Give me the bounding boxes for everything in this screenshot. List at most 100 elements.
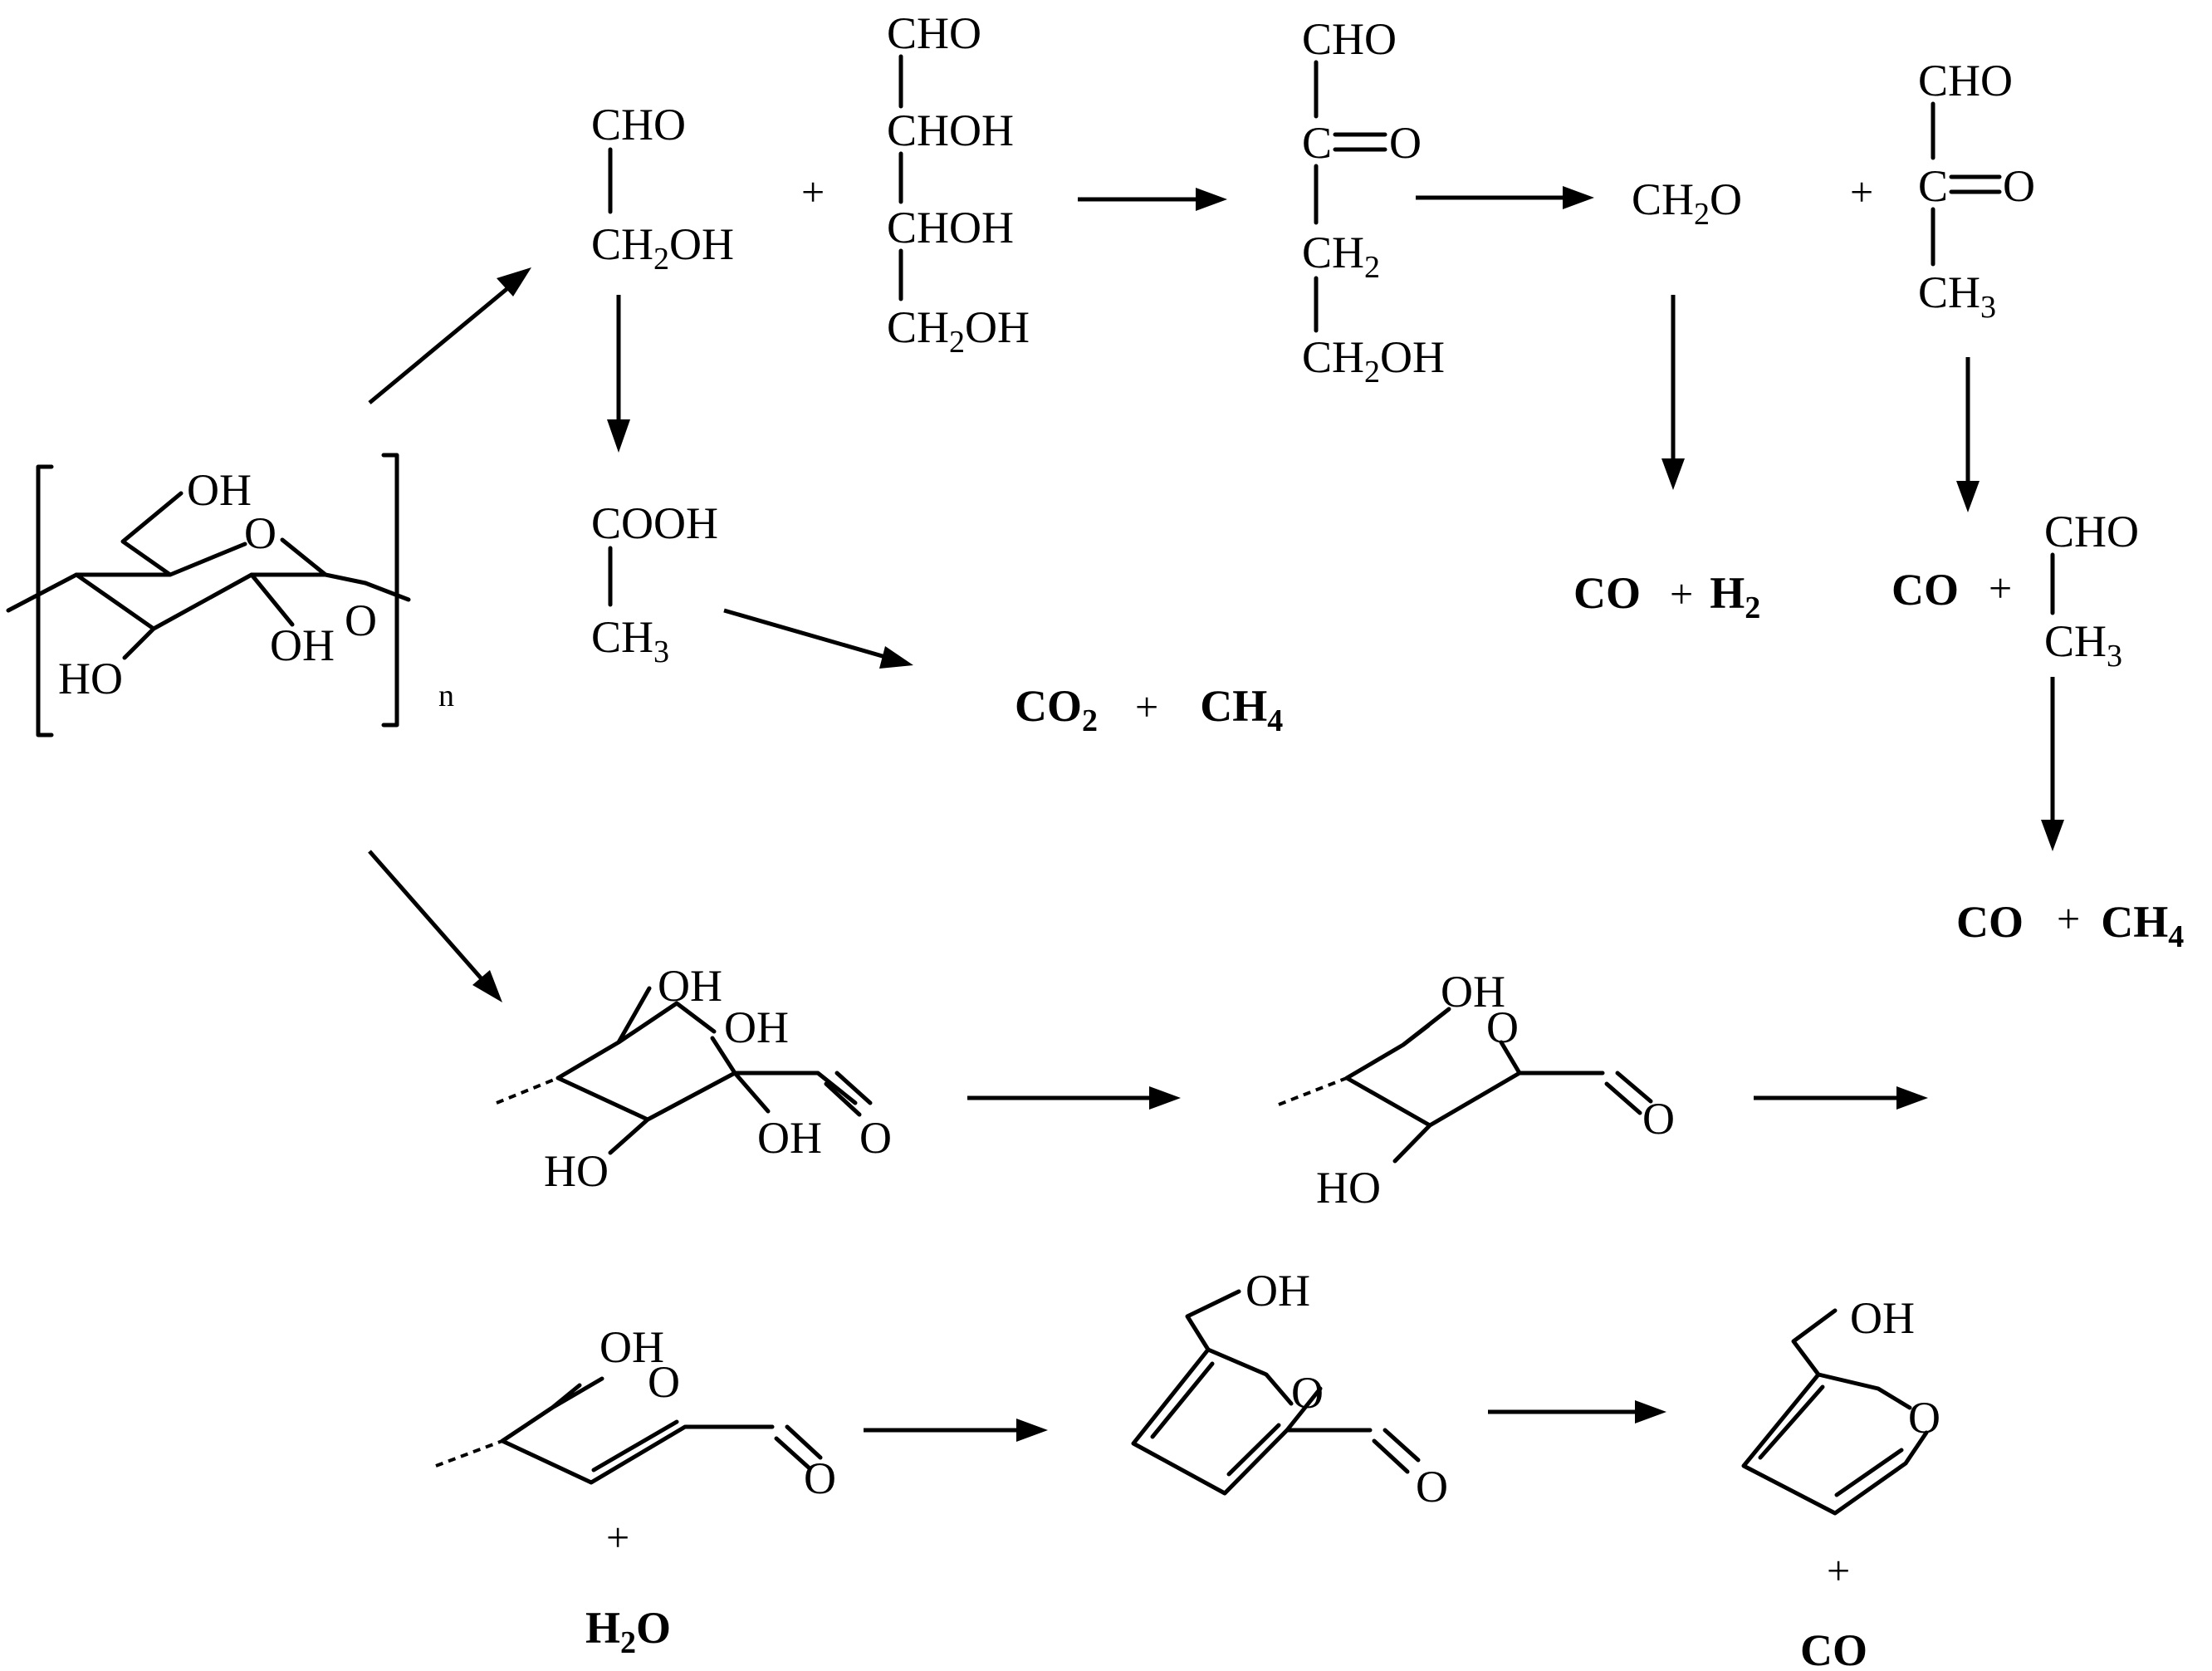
enol-ring-bonds — [500, 1376, 775, 1485]
hmf-ring-bonds — [1131, 1289, 1373, 1496]
acetaldehyde: CHO CH3 — [2044, 507, 2139, 674]
arrowhead — [1016, 1419, 1048, 1442]
methylglyoxal-double-bond — [1949, 174, 2002, 194]
erythrose-chohy: CHOH — [887, 203, 1014, 252]
ketone-ch2: CH2 — [1302, 228, 1380, 285]
dehydrated-ring-o: O — [1486, 1002, 1519, 1052]
enol-ring-carbonyl — [774, 1424, 823, 1471]
erythrose: CHO CHOH CHOH CH2OH — [887, 8, 1030, 360]
open-chain-ho: HO — [544, 1146, 609, 1196]
arrowhead — [1896, 1086, 1928, 1110]
cellulose-ring-bonds — [74, 491, 368, 631]
arrow-acetic-acid-to-co2-ch4 — [723, 608, 898, 663]
hmf: OH O O — [1131, 1266, 1448, 1512]
arrow-cellulose-to-open-chain — [368, 850, 492, 990]
arrowhead — [1956, 481, 1980, 512]
ketone-c: C — [1302, 118, 1332, 168]
cellulose-bridge-bonds — [6, 572, 411, 660]
open-chain-oh1: OH — [658, 961, 722, 1011]
open-chain-carbonyl — [824, 1071, 873, 1117]
arrowhead — [1661, 458, 1685, 490]
furfuryl-oh: OH — [1850, 1293, 1915, 1343]
formaldehyde: CH2O — [1632, 174, 1742, 232]
arrowhead — [1196, 188, 1227, 211]
arrow-cellulose-to-glycolaldehyde — [368, 277, 521, 404]
cellulose-ring-o: O — [244, 508, 276, 558]
arrowhead — [472, 970, 502, 1002]
ring-dashed-bond — [1278, 1076, 1348, 1106]
methylglyoxal-cho: CHO — [1918, 56, 2013, 105]
arrowhead — [497, 267, 531, 296]
dehydrated-ring-carbonyl — [1604, 1071, 1653, 1115]
ketone-ch2oh: CH2OH — [1302, 332, 1445, 390]
hmf-oh: OH — [1245, 1266, 1310, 1316]
dehydrated-ring-carbonyl-o: O — [1642, 1094, 1675, 1144]
product-co-final: CO — [1800, 1625, 1867, 1671]
erythrose-chohx: CHOH — [887, 105, 1014, 155]
ketone-intermediate: CHO C O CH2 CH2OH — [1302, 14, 1445, 390]
arrowhead — [1149, 1086, 1181, 1110]
dehydrated-ring-oh: OH — [1441, 967, 1505, 1017]
open-chain-oh3: OH — [757, 1113, 822, 1163]
cellulose-ho-left: HO — [58, 654, 123, 703]
cellulose-oh-top: OH — [187, 465, 252, 515]
open-chain-bonds — [555, 986, 858, 1155]
product-co-h2: CO+H2 — [1573, 568, 1760, 625]
arrowhead — [607, 419, 630, 453]
cellulose-unit: OH O O OH HO n — [6, 453, 454, 737]
product-co-ch4: CO+CH4 — [1956, 895, 2184, 954]
acetic-acid: COOH CH3 — [591, 498, 718, 669]
acetic-acid-cooh: COOH — [591, 498, 718, 548]
cellulose-repeat-n: n — [438, 679, 454, 713]
open-chain-glucose: OH OH OH HO O — [496, 961, 892, 1196]
enol-ring: OH O O — [435, 1322, 836, 1503]
ketone-double-bond — [1333, 132, 1387, 152]
product-co: CO — [1891, 565, 1959, 615]
cellulose-oh-right: OH — [270, 620, 335, 670]
erythrose-ch2oh: CH2OH — [887, 302, 1030, 360]
left-bracket — [36, 464, 54, 737]
hmf-carbonyl-o: O — [1416, 1462, 1448, 1512]
plus-sign: + — [606, 1514, 629, 1561]
dehydrated-ring-ho: HO — [1316, 1163, 1381, 1213]
open-chain-oh2: OH — [724, 1002, 789, 1052]
arrowhead — [1635, 1400, 1666, 1424]
plus-sign: + — [1850, 169, 1873, 215]
dehydrated-ring-bonds — [1344, 1007, 1605, 1164]
acetic-acid-ch3: CH3 — [591, 612, 669, 669]
product-co2-ch4: CO2+CH4 — [1015, 681, 1283, 738]
glycolaldehyde-ch2oh: CH2OH — [591, 219, 734, 277]
glycolaldehyde: CHO CH2OH — [591, 100, 734, 277]
arrowhead — [2041, 820, 2064, 851]
methylglyoxal-ch3: CH3 — [1918, 267, 1996, 325]
plus-sign: + — [801, 169, 825, 215]
enol-dashed-bond — [435, 1439, 503, 1468]
methylglyoxal-o: O — [2003, 161, 2035, 211]
plus-sign: + — [1827, 1547, 1850, 1594]
product-h2o: H2O — [585, 1603, 671, 1660]
open-chain-o: O — [859, 1113, 892, 1163]
dehydrated-ring: OH O O HO — [1278, 967, 1675, 1213]
hmf-carbonyl — [1372, 1428, 1421, 1474]
right-bracket — [381, 453, 399, 728]
methylglyoxal-c: C — [1918, 161, 1948, 211]
hmf-ring-o: O — [1291, 1368, 1324, 1418]
chain-dashed-bond — [496, 1076, 559, 1105]
acetaldehyde-ch3: CH3 — [2044, 616, 2122, 674]
reaction-arrows — [368, 186, 2064, 1442]
arrowhead — [879, 646, 913, 669]
furfuryl-alcohol: OH O — [1741, 1293, 1940, 1516]
methylglyoxal: CHO C O CH3 — [1918, 56, 2035, 325]
furfuryl-ring-o: O — [1908, 1393, 1940, 1443]
glycolaldehyde-cho: CHO — [591, 100, 686, 149]
furfuryl-ring-bonds — [1741, 1308, 1929, 1516]
erythrose-cho: CHO — [887, 8, 981, 58]
cellulose-bridge-o: O — [345, 595, 377, 645]
plus-sign: + — [1989, 565, 2012, 611]
enol-ring-ring-o: O — [648, 1357, 680, 1407]
ketone-o: O — [1389, 118, 1422, 168]
acetaldehyde-cho: CHO — [2044, 507, 2139, 556]
enol-ring-carbonyl-o: O — [804, 1453, 836, 1503]
arrowhead — [1563, 186, 1594, 209]
